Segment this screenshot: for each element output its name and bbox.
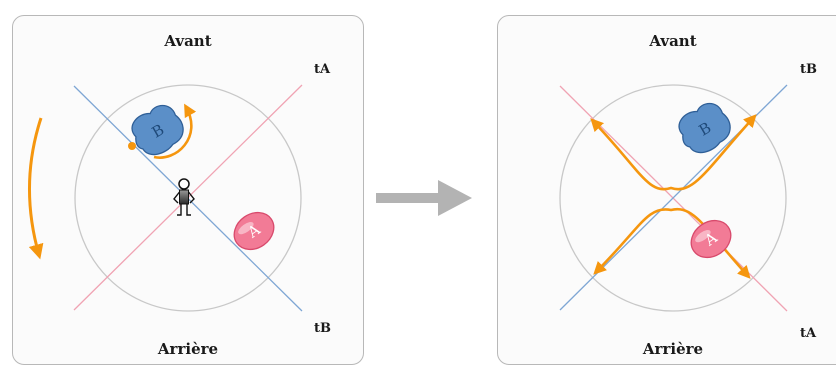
axis-label-bottom: tA bbox=[800, 326, 817, 341]
blob-a: A bbox=[690, 219, 732, 259]
transition-arrow bbox=[376, 180, 472, 216]
front-label: Avant bbox=[163, 32, 211, 50]
rotation-arrow bbox=[28, 117, 44, 260]
back-label: Arrière bbox=[642, 340, 703, 358]
back-label: Arrière bbox=[157, 340, 218, 358]
axis-label-top: tB bbox=[800, 62, 817, 77]
left-diagram: Avant Arrière tA tB B A bbox=[28, 32, 331, 358]
right-diagram: Avant Arrière tB tA B A bbox=[559, 32, 817, 358]
axis-label-bottom: tB bbox=[314, 321, 331, 336]
blob-rotation-arrow bbox=[153, 103, 197, 159]
axis-label-top: tA bbox=[314, 62, 331, 77]
blob-a: A bbox=[233, 211, 275, 251]
range-circle bbox=[74, 84, 302, 312]
front-label: Avant bbox=[648, 32, 696, 50]
range-circle bbox=[559, 84, 787, 312]
trajectory-upper bbox=[590, 114, 757, 191]
pivot-dot bbox=[128, 142, 136, 150]
observer-figure bbox=[173, 178, 195, 216]
blob-b: B bbox=[678, 102, 731, 154]
blob-b: B bbox=[131, 104, 184, 156]
